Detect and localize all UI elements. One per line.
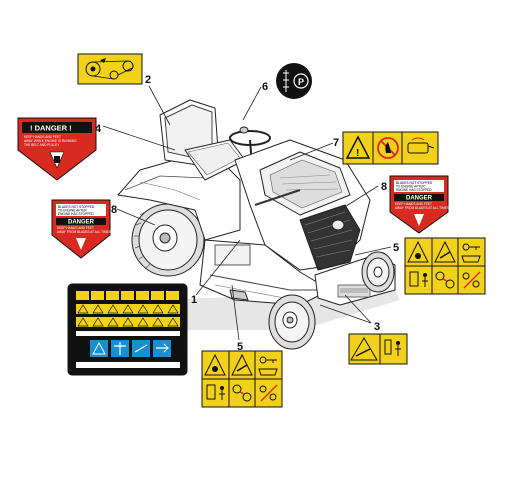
steering-wheel	[229, 126, 271, 166]
danger-large-line2: AWAY WHILE ENGINE IS RUNNING	[24, 139, 77, 143]
arrow-icon	[100, 58, 106, 63]
callout-8-right: 8	[381, 181, 387, 193]
danger-large-line3: THE BELT AND PULLEY	[24, 143, 60, 147]
danger-small-title: DANGER	[68, 220, 95, 226]
danger-right-line5: AWAY FROM BLADES AT ALL TIMES	[395, 206, 449, 210]
slope-hazard-icon	[355, 348, 371, 357]
decal-danger-blades-left: BLADES NOT STOPPED TO ENGINE AFTER ENGIN…	[51, 199, 111, 259]
danger-right-title: DANGER	[406, 196, 433, 202]
callout-3: 3	[374, 321, 380, 333]
person-hazard-icon	[415, 253, 421, 259]
decal-belt-routing	[77, 53, 143, 85]
callout-7: 7	[333, 137, 339, 149]
decal-operator-instructions	[67, 283, 188, 376]
danger-right-line1: BLADES NOT STOPPED	[396, 181, 433, 185]
danger-right-line4: KEEP HANDS AND FEET	[395, 202, 432, 206]
danger-small-line1: BLADES NOT STOPPED	[58, 205, 95, 209]
callout-1: 1	[191, 294, 197, 306]
person-icon	[396, 341, 400, 345]
callout-numbers: 2 4 6 7 8 8 5 1 5 3	[95, 74, 399, 353]
callout-4: 4	[95, 123, 102, 135]
instruction-row-1	[76, 291, 179, 300]
instruction-blue-row	[90, 340, 171, 357]
fuel-tank-icon	[407, 142, 429, 154]
callout-5-bottom: 5	[237, 341, 243, 353]
no-fire-icon	[377, 137, 399, 159]
front-left-wheel	[268, 294, 316, 350]
svg-text:!: !	[356, 148, 359, 159]
parking-symbol: P	[298, 77, 304, 87]
instruction-row-2	[76, 304, 180, 314]
rear-fender	[117, 159, 241, 241]
callout-6: 6	[262, 81, 268, 93]
decal-blade-hazards-right	[404, 237, 486, 295]
rear-left-wheel	[131, 203, 205, 277]
decal-engine-warnings: !	[342, 131, 439, 165]
warning-triangle-icon	[345, 135, 371, 159]
danger-small-line4: KEEP HANDS AND FEET	[57, 226, 94, 230]
front-right-wheel	[361, 251, 395, 293]
manual-icon	[461, 255, 481, 263]
tractor-seat	[159, 99, 246, 181]
callout-5-right: 5	[393, 242, 399, 254]
leader-lines	[102, 85, 392, 341]
danger-small-line3: ENGINE HAS STOPPED	[58, 212, 94, 216]
danger-large-line1: KEEP HANDS AND FEET	[24, 135, 61, 139]
danger-large-title: ! DANGER !	[30, 124, 72, 133]
lawn-tractor-drawing	[117, 99, 400, 350]
decal-slope-warning	[348, 333, 408, 365]
danger-right-line3: ENGINE HAS STOPPED	[396, 188, 432, 192]
decal-danger-blades-right: BLADES NOT STOPPED TO ENGINE AFTER ENGIN…	[389, 175, 449, 234]
parking-brake-icon	[293, 73, 309, 89]
hand-hazard-icon	[54, 156, 60, 163]
operator-manual-icon	[409, 271, 419, 287]
danger-right-line2: TO ENGINE AFTER	[396, 185, 425, 189]
callout-2: 2	[145, 74, 151, 86]
danger-small-line5: AWAY FROM BLADES AT ALL TIMES	[57, 230, 111, 234]
instruction-row-3	[76, 317, 180, 327]
tractor-hood	[234, 139, 371, 271]
danger-small-line2: TO ENGINE AFTER	[58, 209, 87, 213]
callout-8-left: 8	[111, 204, 117, 216]
decal-parking-brake: P	[276, 63, 312, 99]
decal-danger-belt: ! DANGER ! KEEP HANDS AND FEET AWAY WHIL…	[17, 117, 97, 181]
decal-blade-hazards-bottom	[201, 350, 283, 408]
blade-hazard-icon	[439, 251, 451, 259]
